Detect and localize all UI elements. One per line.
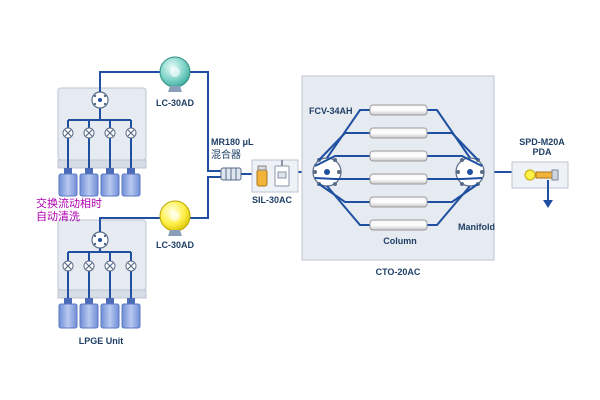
lpge-bottom-unit: LPGE Unit — [57, 219, 147, 346]
rotary-valve-icon — [91, 91, 109, 109]
note-line-1: 交换流动相时 — [36, 196, 102, 210]
pump-b-label: LC-30AD — [156, 240, 195, 250]
switching-valve-left-icon — [312, 157, 342, 187]
mixer-volume-label: MR180 μL — [211, 137, 254, 147]
rotary-valve-icon — [91, 231, 109, 249]
lpge-top-unit — [57, 87, 147, 197]
lpge-bottom-shelf — [57, 289, 147, 299]
pump-b: LC-30AD — [156, 200, 195, 250]
pump-a: LC-30AD — [156, 56, 195, 108]
lpge-bottom-panel — [57, 219, 147, 291]
lpge-top-shelf — [57, 159, 147, 169]
valve-label: FCV-34AH — [309, 106, 353, 116]
proportioning-valve-icon — [62, 260, 137, 272]
autosampler: SIL-30AC — [251, 159, 299, 205]
lpge-unit-label: LPGE Unit — [79, 336, 124, 346]
pump-a-label: LC-30AD — [156, 98, 195, 108]
detector-type-label: PDA — [532, 147, 552, 157]
manifold-label: Manifold — [458, 222, 495, 232]
detector: SPD-M20A PDA — [511, 137, 569, 208]
solvent-bottles-bottom — [58, 298, 141, 329]
column-oven: FCV-34AH Column Manifold CTO-20AC — [301, 75, 495, 277]
detector-model-label: SPD-M20A — [519, 137, 565, 147]
switching-valve-right-icon — [455, 157, 485, 187]
pump-icon — [159, 200, 191, 236]
proportioning-valve-icon — [62, 127, 137, 139]
note-line-2: 自动清洗 — [36, 210, 80, 223]
mixer-name-label: 混合器 — [211, 148, 241, 161]
detector-flow-cell-icon — [524, 169, 559, 181]
column-icon — [369, 104, 428, 231]
pump-icon — [159, 56, 191, 92]
solvent-bottles-top — [58, 168, 141, 197]
autosampler-icon — [256, 160, 290, 187]
mixer: MR180 μL 混合器 — [211, 137, 254, 181]
drain-arrow-icon — [543, 200, 553, 208]
oven-label: CTO-20AC — [376, 267, 421, 277]
column-label: Column — [383, 236, 417, 246]
autosampler-label: SIL-30AC — [252, 195, 293, 205]
